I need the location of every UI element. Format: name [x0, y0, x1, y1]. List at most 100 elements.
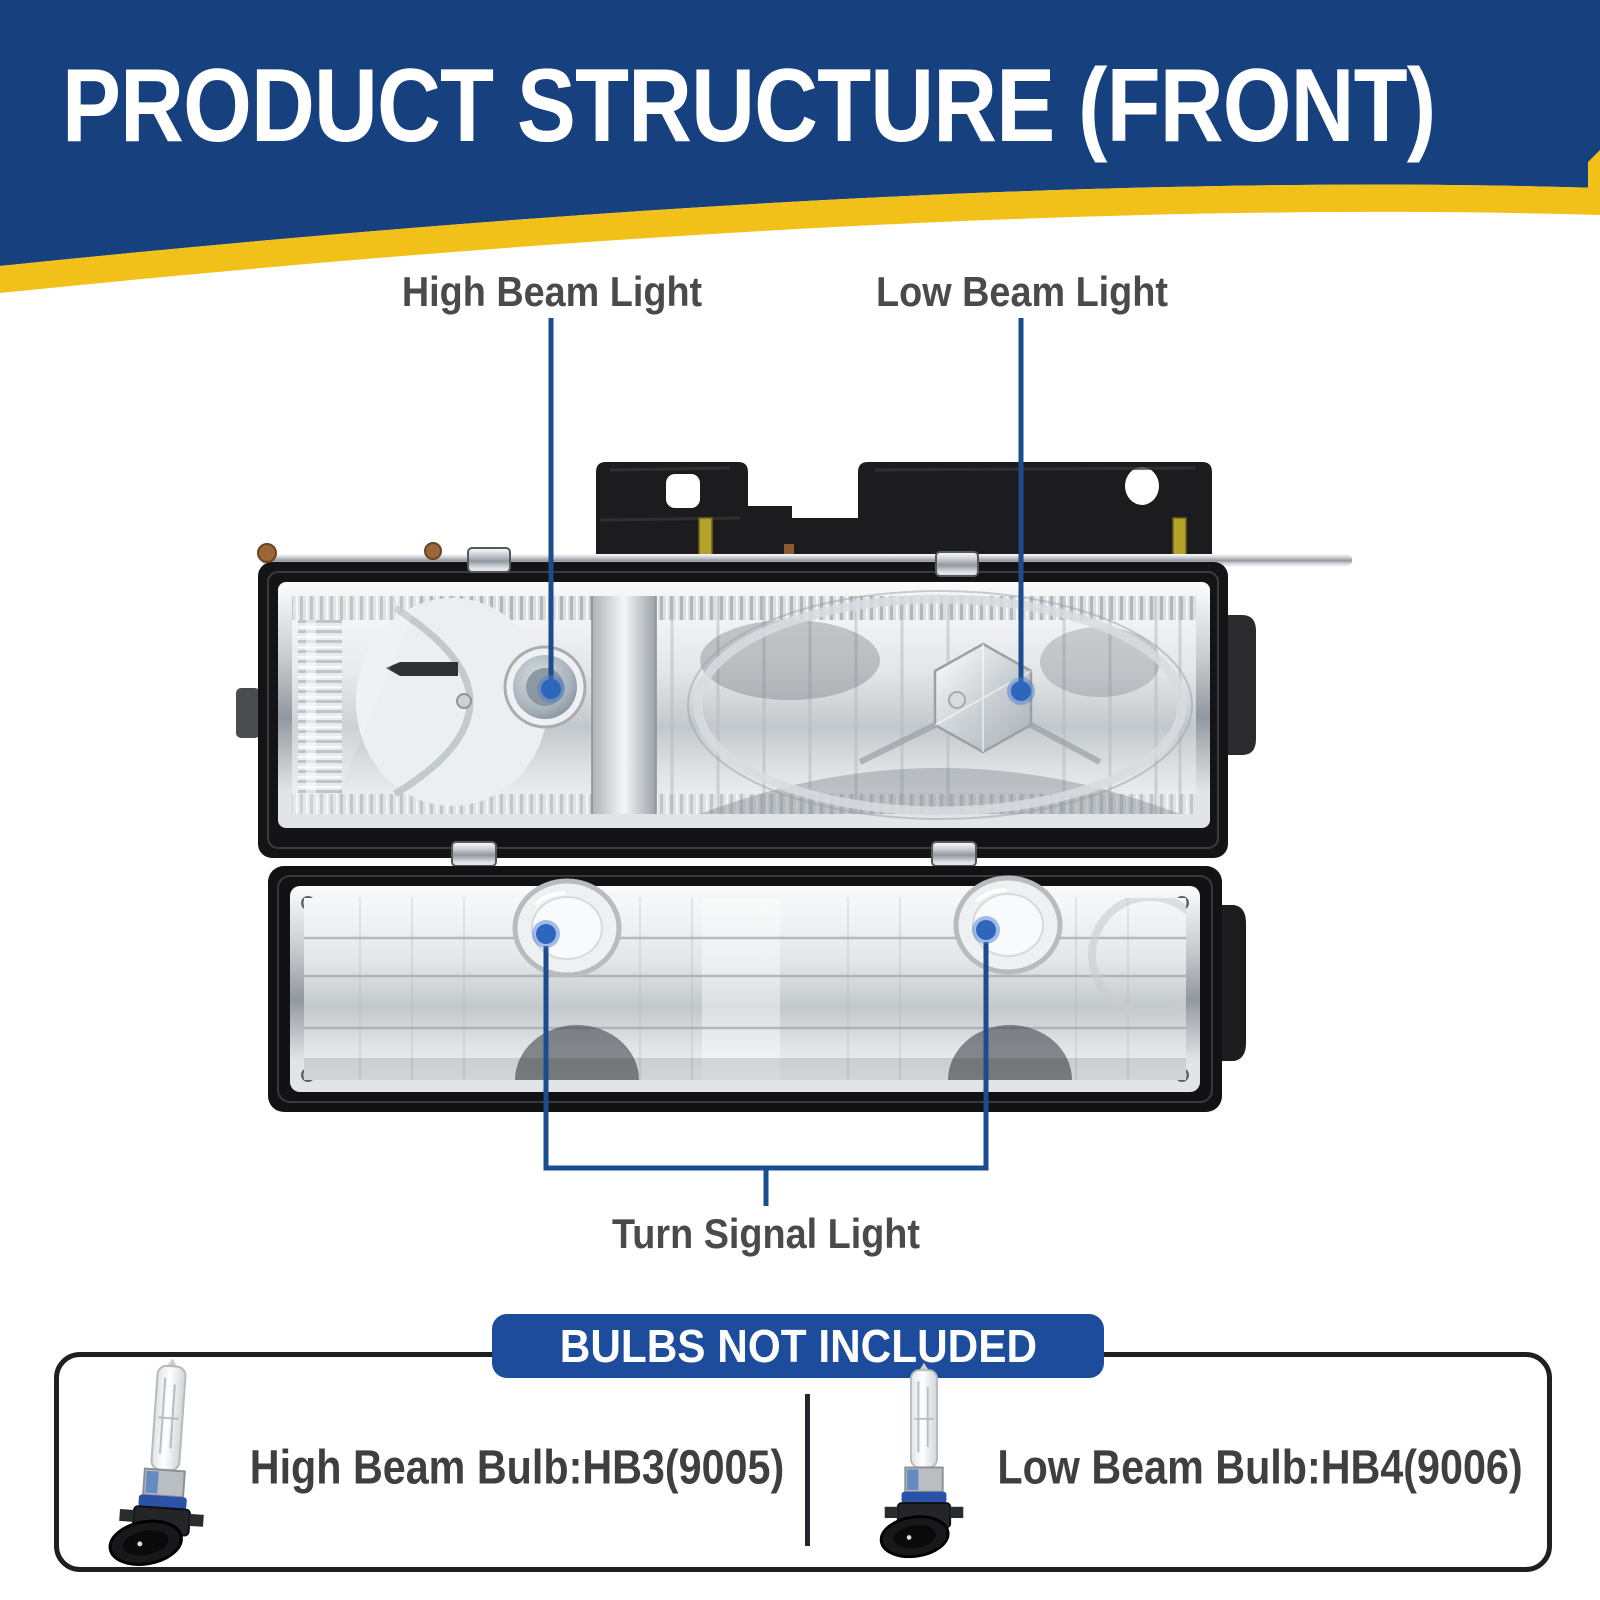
bulb-shield-rod: [386, 662, 458, 676]
bulb-flange-left: [119, 1508, 134, 1522]
mounting-bracket: [596, 462, 1212, 566]
turn-signal-side-wing: [1220, 905, 1246, 1061]
bulb-blue-ring: [138, 1494, 187, 1510]
low-beam-reflector-hexagon: [933, 642, 1033, 754]
bulb-arch-right: [948, 1025, 1072, 1080]
bulb-filament: [914, 1381, 934, 1453]
bracket-hole-square: [666, 474, 700, 508]
callout-dot-turn-signal-right: [972, 916, 1000, 944]
bezel-screw-tl: [301, 896, 315, 910]
bulb-collar-tint: [907, 1469, 919, 1490]
callout-lines: [543, 318, 1024, 1206]
turn-signal-reflector-right: [953, 875, 1063, 975]
lens-gloss: [292, 596, 420, 814]
flute-highlight: [306, 620, 316, 794]
banner-blue-shape: [0, 0, 1600, 266]
hexagon-facets: [934, 644, 1032, 752]
bulb-flange-right: [189, 1513, 204, 1527]
copper-rivet-mid: [424, 542, 442, 560]
fluted-strip: [298, 620, 342, 794]
turn-signal-frame-edge: [277, 875, 1213, 1103]
banner-yellow-swoosh: [0, 184, 1600, 293]
bulb-flange-left: [884, 1506, 898, 1518]
divider-edges: [591, 596, 657, 814]
lens-bottom-shade: [304, 1058, 1186, 1080]
bulb-tip: [167, 1358, 178, 1367]
bulb-collar-tint: [145, 1470, 159, 1494]
bulbs-box-header: BULBS NOT INCLUDED: [492, 1314, 1104, 1378]
bezel-screw-tr: [1175, 896, 1189, 910]
retainer-clip-bottom-right: [931, 841, 977, 867]
callout-bracket-turn-signal: [543, 942, 989, 1206]
banner-background: [0, 0, 1600, 293]
left-mount-tab: [236, 688, 260, 738]
turn-signal-lens: [304, 898, 1186, 1080]
banner-yellow-corner: [1588, 150, 1600, 206]
oval-lens-ring: [693, 594, 1187, 816]
headlight-main-unit: [236, 542, 1352, 867]
chrome-bezel: [278, 582, 1210, 828]
bulb-socket: [108, 1519, 183, 1566]
bulb-filament: [158, 1377, 179, 1454]
high-beam-projector-core: [526, 668, 564, 706]
lens-center-highlight: [702, 898, 780, 1080]
high-beam-bulb-label: High Beam Bulb:HB3(9005): [249, 1441, 785, 1495]
halogen-bulb-icon: [879, 1362, 964, 1559]
turn-facets: [359, 898, 1129, 1080]
callout-dot-turn-signal-left: [532, 920, 560, 948]
callout-dot-low-beam: [1007, 677, 1035, 705]
side-marker-arc: [1088, 898, 1186, 1017]
bezel-screw-bl: [301, 1068, 315, 1082]
high-beam-projector-lens: [513, 655, 577, 719]
bottom-crosshatch: [700, 768, 1180, 814]
bulb-socket: [879, 1515, 950, 1559]
copper-rivet-left: [257, 543, 277, 563]
low-beam-chamber: [670, 590, 1193, 820]
bulbs-box-header-label: BULBS NOT INCLUDED: [559, 1320, 1037, 1372]
callout-dot-high-beam: [537, 675, 565, 703]
bulb-flange-right: [950, 1506, 964, 1518]
retainer-clip-top-right: [935, 551, 979, 577]
bracket-edge-highlights: [599, 466, 1196, 522]
lens-bottom-rib-band: [292, 794, 1196, 814]
lens-shadow-left: [700, 620, 880, 700]
bulb-retainer-wires: [858, 722, 1102, 765]
halogen-bulb-icon: [108, 1358, 204, 1566]
adjuster-pin-right: [1172, 517, 1187, 563]
turn-lens-lines: [304, 936, 1186, 1030]
oval-lens-ring-outer: [687, 590, 1193, 820]
turn-signal-frame: [268, 866, 1222, 1112]
reflector-screw: [456, 693, 472, 709]
top-chrome-strip: [262, 554, 1352, 566]
hexagon-screw: [948, 691, 966, 709]
headlight-frame: [258, 562, 1228, 858]
copper-pin-center: [784, 544, 794, 562]
reflector-bowl: [356, 598, 548, 806]
turn-signal-reflector-left: [512, 878, 622, 978]
reflector-arc: [393, 605, 474, 797]
bulbs-box-divider: [805, 1394, 810, 1546]
facet-ribs: [670, 596, 1182, 814]
high-beam-ring: [503, 645, 587, 729]
callout-label-high-beam: High Beam Light: [401, 268, 703, 315]
bulbs-not-included-box: [54, 1352, 1552, 1572]
side-bracket-wing: [1226, 615, 1256, 755]
bulb-blue-ring: [901, 1491, 947, 1504]
bulb-arch-left: [515, 1025, 639, 1080]
bracket-hole-oval: [1125, 467, 1159, 505]
retainer-clip-top-left: [467, 547, 511, 573]
adjuster-pin-left: [698, 517, 713, 563]
lens-center-divider: [592, 596, 656, 814]
bezel-screw-br: [1175, 1068, 1189, 1082]
callout-label-turn-signal: Turn Signal Light: [612, 1210, 920, 1257]
headlight-lens: [292, 596, 1196, 814]
frame-inner-edge: [267, 571, 1219, 849]
high-beam-chamber: [298, 598, 587, 806]
turn-signal-bezel: [290, 886, 1200, 1092]
retainer-clip-bottom-left: [451, 841, 497, 867]
low-beam-bulb-label: Low Beam Bulb:HB4(9006): [997, 1441, 1523, 1495]
page-title: PRODUCT STRUCTURE (FRONT): [62, 48, 1436, 164]
lens-shadow-right: [1040, 627, 1160, 697]
callout-dots: [532, 675, 1035, 948]
